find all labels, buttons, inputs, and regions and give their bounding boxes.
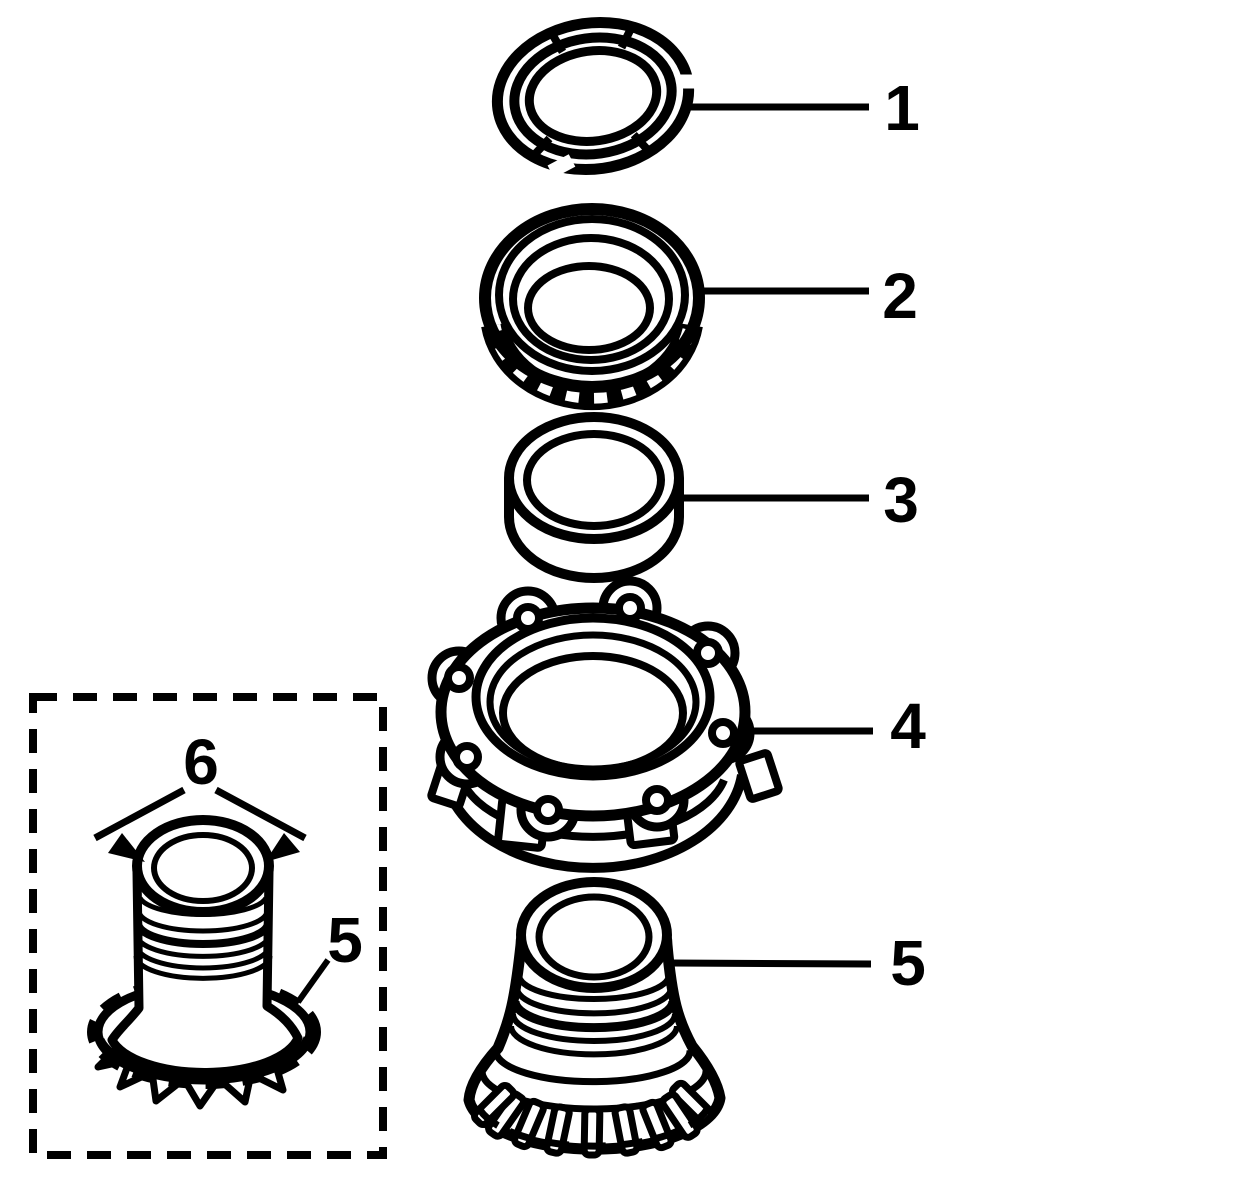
part-1-ring-gap-right <box>676 74 701 89</box>
callout-5-inset: 5 <box>295 904 363 1004</box>
callout-6-label: 6 <box>183 726 219 798</box>
callout-5: 5 <box>669 927 926 999</box>
dimension-extension-lines <box>93 786 307 842</box>
part-4-bore-rim <box>471 613 715 781</box>
part-2-tapered-roller-bearing <box>479 203 705 411</box>
part-5-roller <box>659 1091 701 1141</box>
callout-4-label: 4 <box>890 690 926 762</box>
part-1-ring-gap-bottom <box>547 154 576 178</box>
part-1-middle-ring <box>509 32 677 160</box>
part-4-hole <box>444 663 474 693</box>
part-4-hole <box>708 718 738 748</box>
callout-6-dimension: 6 <box>93 726 307 862</box>
inset-gear-flange-front-edge <box>95 1036 313 1083</box>
part-5-thread-line <box>516 974 672 1002</box>
part-4-hole <box>615 593 645 623</box>
part-5-top-bore <box>535 893 653 981</box>
inset-pinion-gear <box>87 815 321 1110</box>
callout-5-inset-label: 5 <box>327 904 363 976</box>
part-5-thread-line <box>508 1025 680 1058</box>
callout-5-leader-line <box>669 959 872 968</box>
part-4-hole <box>642 785 672 815</box>
part-4-lock-nut-retainer <box>427 576 783 873</box>
part-5-thread-line <box>510 1013 678 1044</box>
callout-3-label: 3 <box>883 464 919 536</box>
part-2-outer-race <box>479 203 705 393</box>
inset-thread-line <box>136 910 270 934</box>
part-3-bearing-race <box>504 412 684 583</box>
part-4-tab-right <box>735 749 783 803</box>
part-4-hole <box>452 742 482 772</box>
part-5-thread-line <box>514 987 674 1017</box>
part-5-shoulder-arc <box>492 1049 694 1086</box>
part-4-skirt-outer <box>439 774 747 873</box>
inset-gear-crown-teeth <box>87 975 321 1089</box>
part-5-scalloped-edge <box>477 1106 712 1150</box>
inset-shaft-top-bore <box>151 832 255 904</box>
part-4-hole <box>533 795 563 825</box>
part-2-bore <box>524 262 654 354</box>
inset-thread-line <box>134 922 272 948</box>
part-2-race-inner-edge <box>495 215 689 375</box>
inset-bevel-teeth <box>94 1042 287 1110</box>
part-5-pinion-bearing-assembly <box>463 877 726 1159</box>
callout-5-label: 5 <box>890 927 926 999</box>
part-3-top-edge <box>504 412 684 544</box>
part-4-hole <box>693 638 723 668</box>
callout-5-inset-leader-line <box>295 958 331 1004</box>
inset-thread-line <box>133 955 273 981</box>
callout-3: 3 <box>680 464 919 536</box>
dimension-arrow-left <box>108 833 145 862</box>
dimension-arrow-right <box>265 833 300 862</box>
part-3-bottom-edge <box>504 516 684 583</box>
part-1-seal-ring <box>491 16 701 178</box>
part-2-cone-rim <box>509 234 673 364</box>
part-3-inner-edge <box>523 430 665 530</box>
part-4-skirt-inner <box>458 778 728 841</box>
part-1-ring-tabs <box>532 28 650 157</box>
callout-4: 4 <box>740 690 926 762</box>
inset-thread-line <box>134 934 272 959</box>
callout-2-label: 2 <box>882 260 918 332</box>
part-4-flange <box>435 602 751 822</box>
callout-2: 2 <box>700 260 918 332</box>
part-5-thread-line <box>510 1000 678 1033</box>
callout-1-label: 1 <box>884 72 920 144</box>
part-1-inner-ring <box>524 46 662 146</box>
inset-thread-line <box>134 945 272 971</box>
callout-1: 1 <box>690 72 920 144</box>
inset-detail-box: 6 5 <box>29 693 387 1159</box>
part-4-bore-bottom <box>499 652 687 774</box>
inset-dashed-border <box>29 693 387 1159</box>
